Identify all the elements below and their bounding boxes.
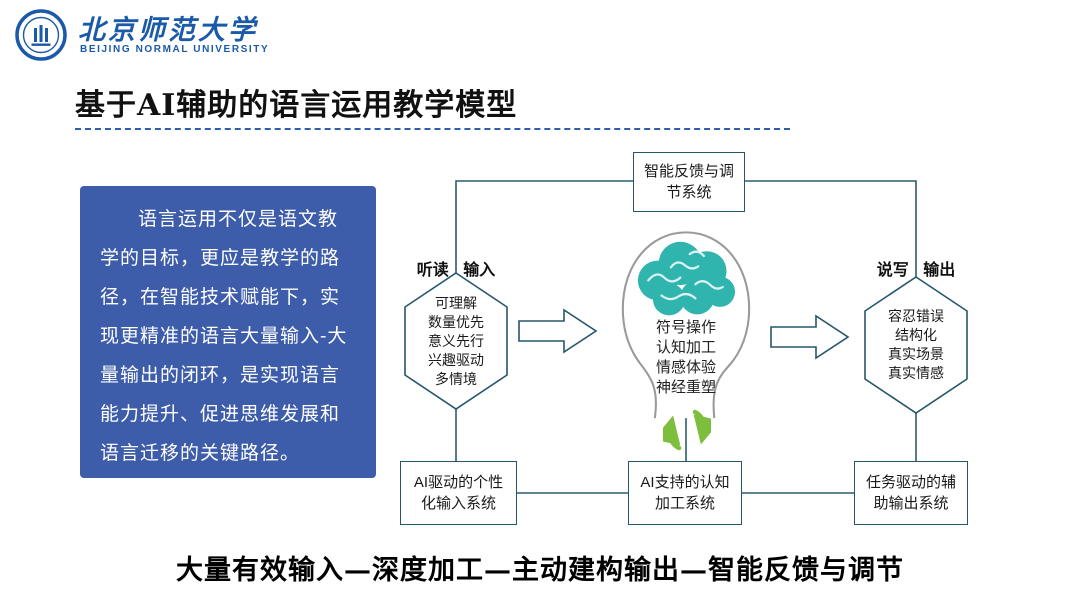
brain-item: 神经重塑 bbox=[655, 379, 716, 396]
brain-item: 情感体验 bbox=[655, 359, 716, 376]
input-system-label: AI驱动的个性化输入系统 bbox=[413, 474, 504, 512]
brain-item: 认知加工 bbox=[655, 339, 716, 356]
feedback-system-box: 智能反馈与调节系统 bbox=[633, 152, 745, 212]
input-hexagon: 可理解 数量优先 意义先行 兴趣驱动 多情境 bbox=[404, 272, 508, 410]
right-arrow-icon bbox=[770, 314, 850, 360]
input-system-box: AI驱动的个性化输入系统 bbox=[400, 461, 517, 525]
output-label: 说写 输出 bbox=[876, 262, 956, 279]
university-name-en: BEIJING NORMAL UNIVERSITY bbox=[80, 44, 270, 55]
brain-figure: 符号操作 认知加工 情感体验 神经重塑 bbox=[598, 222, 774, 420]
output-item: 真实场景 bbox=[888, 346, 944, 362]
input-items: 可理解 数量优先 意义先行 兴趣驱动 多情境 bbox=[404, 272, 508, 410]
input-item: 意义先行 bbox=[428, 332, 484, 349]
title-dashed-rule bbox=[75, 128, 790, 130]
recycle-icon bbox=[663, 409, 711, 451]
output-item: 真实情感 bbox=[888, 365, 944, 381]
university-name-zh: 北京师范大学 bbox=[78, 15, 258, 46]
output-system-label: 任务驱动的辅助输出系统 bbox=[865, 474, 956, 512]
output-system-box: 任务驱动的辅助输出系统 bbox=[854, 461, 968, 525]
input-item: 多情境 bbox=[435, 370, 477, 387]
input-item: 数量优先 bbox=[428, 313, 484, 330]
processing-system-box: AI支持的认知加工系统 bbox=[628, 461, 742, 525]
intro-box: 语言运用不仅是语文教学的目标，更应是教学的路径，在智能技术赋能下，实现更精准的语… bbox=[80, 186, 376, 478]
feedback-system-label: 智能反馈与调节系统 bbox=[643, 163, 734, 201]
input-item: 可理解 bbox=[435, 294, 477, 311]
university-seal-icon bbox=[15, 9, 67, 61]
input-label: 听读 输入 bbox=[416, 262, 496, 279]
brain-items: 符号操作 认知加工 情感体验 神经重塑 bbox=[598, 318, 774, 398]
bottom-caption: 大量有效输入—深度加工—主动建构输出—智能反馈与调节 bbox=[176, 555, 904, 586]
right-arrow-icon bbox=[518, 308, 598, 354]
input-item: 兴趣驱动 bbox=[428, 351, 484, 368]
output-items: 容忍错误 结构化 真实场景 真实情感 bbox=[864, 276, 968, 414]
hexagon-shape-icon bbox=[864, 276, 968, 414]
page-title: 基于AI辅助的语言运用教学模型 bbox=[75, 88, 518, 123]
output-item: 结构化 bbox=[895, 327, 937, 343]
hexagon-shape-icon bbox=[404, 272, 508, 410]
processing-system-label: AI支持的认知加工系统 bbox=[640, 474, 730, 512]
brain-item: 符号操作 bbox=[655, 319, 716, 336]
output-item: 容忍错误 bbox=[888, 308, 944, 324]
output-hexagon: 容忍错误 结构化 真实场景 真实情感 bbox=[864, 276, 968, 414]
head-brain-icon bbox=[621, 231, 751, 419]
intro-text: 语言运用不仅是语文教学的目标，更应是教学的路径，在智能技术赋能下，实现更精准的语… bbox=[100, 208, 348, 464]
